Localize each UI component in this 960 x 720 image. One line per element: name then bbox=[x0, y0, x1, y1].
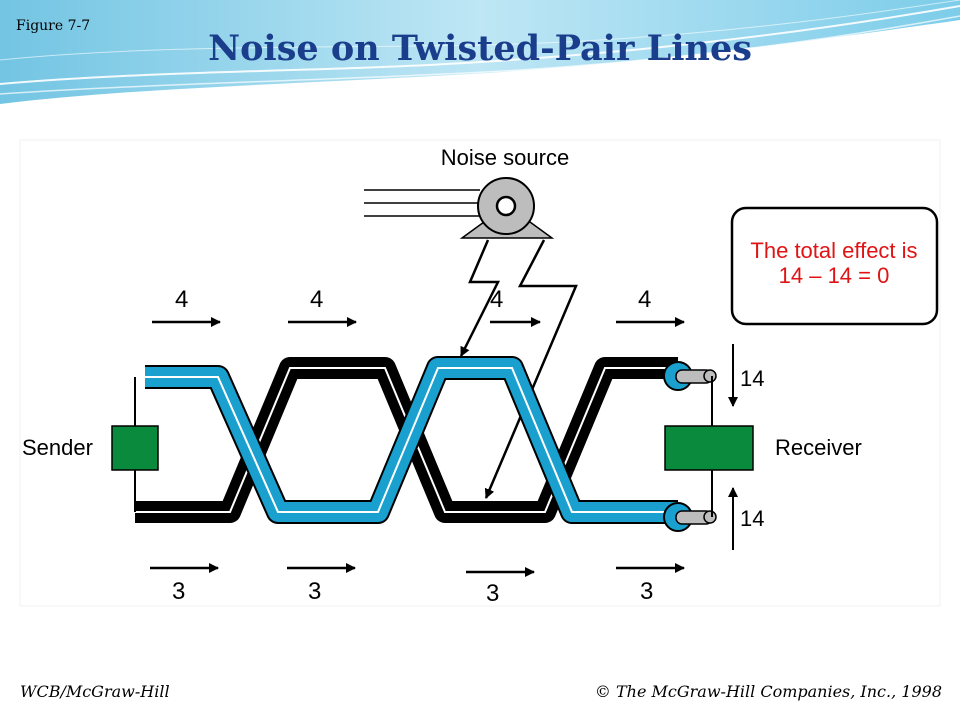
footer-publisher: WCB/McGraw-Hill bbox=[20, 682, 170, 701]
receiver-label: Receiver bbox=[775, 435, 862, 460]
top-value: 4 bbox=[310, 286, 323, 313]
bottom-value: 3 bbox=[486, 580, 499, 607]
top-value: 4 bbox=[638, 286, 651, 313]
bottom-wire-end bbox=[663, 502, 717, 532]
receiver-box bbox=[664, 425, 754, 471]
noise-source-icon bbox=[364, 177, 555, 239]
bottom-signal-3: 3 bbox=[466, 567, 535, 607]
figure-label: Figure 7-7 bbox=[16, 18, 91, 34]
total-effect-box bbox=[730, 206, 939, 326]
bottom-value: 3 bbox=[308, 578, 321, 605]
bottom-signal-2: 3 bbox=[287, 563, 356, 605]
top-signal-4: 4 bbox=[616, 286, 685, 327]
receiver-bottom-value: 14 bbox=[740, 506, 764, 531]
slide-title: Noise on Twisted-Pair Lines bbox=[208, 28, 752, 69]
total-effect-line2: 14 – 14 = 0 bbox=[779, 263, 890, 288]
bottom-value: 3 bbox=[640, 578, 653, 605]
blue-wire bbox=[145, 356, 678, 524]
bottom-value: 3 bbox=[172, 578, 185, 605]
top-signal-3: 4 bbox=[490, 286, 541, 327]
total-effect-line1: The total effect is bbox=[750, 238, 917, 263]
header-wave-decoration bbox=[0, 0, 960, 104]
bottom-signal-1: 3 bbox=[150, 563, 219, 605]
top-signal-2: 4 bbox=[288, 286, 357, 327]
bottom-signal-4: 3 bbox=[616, 563, 685, 605]
receiver-top-value: 14 bbox=[740, 366, 764, 391]
noise-bolt-left bbox=[459, 239, 501, 357]
noise-source-label: Noise source bbox=[441, 145, 569, 170]
sender-label: Sender bbox=[22, 435, 93, 460]
footer-copyright: © The McGraw-Hill Companies, Inc., 1998 bbox=[594, 682, 942, 701]
top-value: 4 bbox=[175, 286, 188, 313]
top-wire-end bbox=[663, 361, 717, 391]
top-value: 4 bbox=[490, 286, 503, 313]
sender-box bbox=[111, 425, 159, 471]
top-signal-1: 4 bbox=[152, 286, 221, 327]
